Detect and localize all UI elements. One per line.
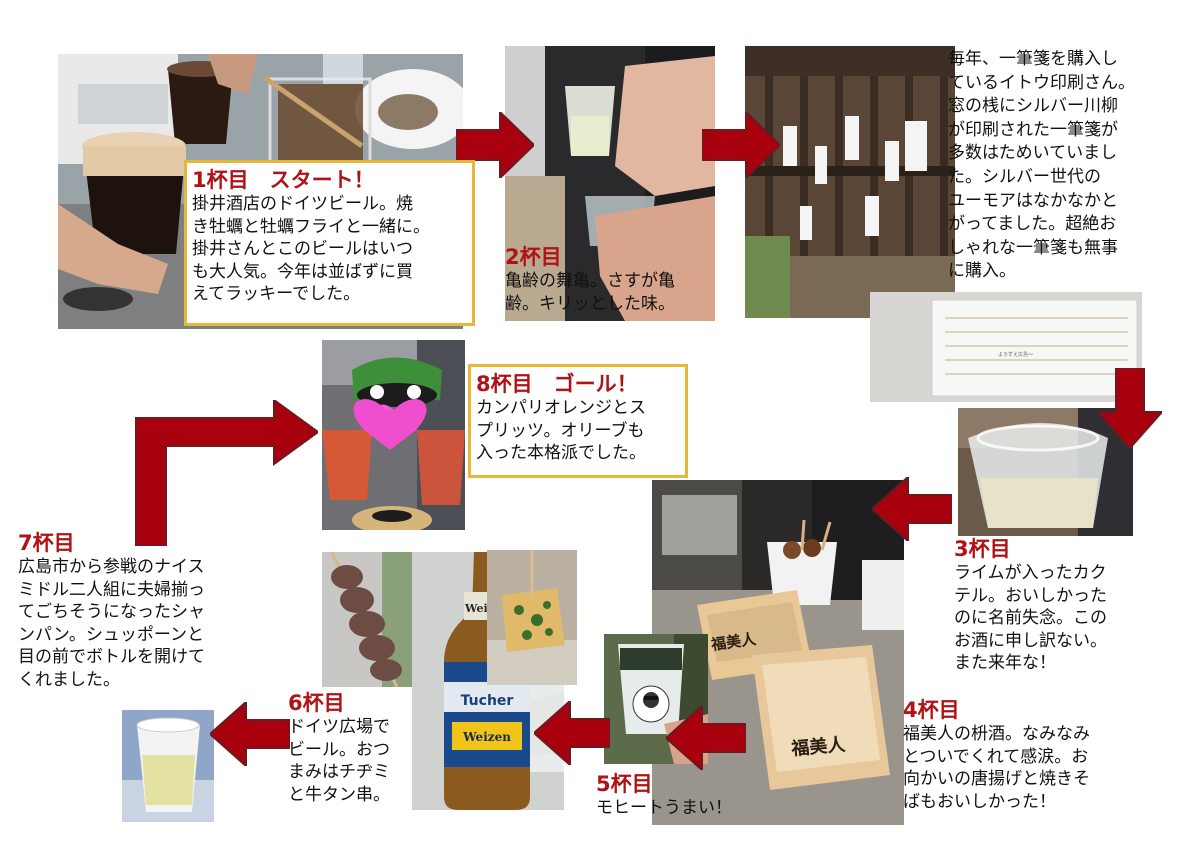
arrow-down-icon bbox=[1098, 368, 1162, 448]
arrow-left-3-icon bbox=[534, 701, 610, 765]
arrow-left-2-icon bbox=[666, 706, 746, 770]
photo-shop-window bbox=[745, 46, 955, 318]
arrow-bent-up-right-icon bbox=[135, 400, 318, 546]
caption-ito-printing: 毎年、一筆箋を購入し ているイトウ印刷さん。 窓の桟にシルバー川柳 が印刷された… bbox=[948, 48, 1178, 284]
caption-cup-5: 5杯目 モヒートうまい！ bbox=[596, 771, 796, 820]
photo-goal-toast bbox=[322, 340, 465, 530]
cup-1-title: 1杯目 スタート！ bbox=[192, 168, 375, 192]
cup-3-title: 3杯目 bbox=[954, 537, 1011, 561]
cup-6-body: ドイツ広場で ビール。おつ まみはチヂミ と牛タン串。 bbox=[288, 717, 390, 805]
beer-brand-text: Tucher bbox=[461, 693, 514, 709]
cup-4-title: 4杯目 bbox=[903, 698, 960, 722]
card-line-text: よろずえ広島〜 bbox=[998, 351, 1033, 358]
photo-lime-cocktail bbox=[958, 408, 1133, 536]
arrow-left-4-icon bbox=[210, 702, 290, 766]
arrow-right-2-icon bbox=[702, 112, 780, 178]
cup-2-title: 2杯目 bbox=[505, 245, 562, 269]
cup-6-title: 6杯目 bbox=[288, 691, 345, 715]
cup-4-body: 福美人の枡酒。なみなみ とついでくれて感涙。お 向かいの唐揚げと焼きそ ばもおい… bbox=[903, 724, 1090, 812]
caption-cup-6: 6杯目 ドイツ広場で ビール。おつ まみはチヂミ と牛タン串。 bbox=[288, 690, 418, 806]
arrow-left-1-icon bbox=[872, 477, 952, 541]
caption-cup-2: 2杯目 亀齢の舞亀。さすが亀 齢。キリッとした味。 bbox=[505, 244, 720, 315]
photo-sake-toast bbox=[505, 46, 715, 321]
cup-8-body: カンパリオレンジとス プリッツ。オリーブも 入った本格派でした。 bbox=[476, 398, 646, 463]
caption-cup-8: 8杯目 ゴール！ カンパリオレンジとス プリッツ。オリーブも 入った本格派でした… bbox=[468, 364, 688, 478]
cup-7-title: 7杯目 bbox=[18, 531, 75, 555]
caption-cup-7: 7杯目 広島市から参戦のナイス ミドル二人組に夫婦揃っ てごちそうになったシャ … bbox=[18, 530, 278, 691]
cup-3-body: ライムが入ったカク テル。おいしかった のに名前失念。この お酒に申し訳ない。 … bbox=[954, 563, 1107, 673]
photo-chijimi bbox=[487, 550, 577, 685]
photo-beef-tongue bbox=[322, 552, 412, 687]
masu-brand-text-2: 福美人 bbox=[790, 733, 848, 760]
cup-7-body: 広島市から参戦のナイス ミドル二人組に夫婦揃っ てごちそうになったシャ ンパン。… bbox=[18, 557, 205, 690]
caption-cup-4: 4杯目 福美人の枡酒。なみなみ とついでくれて感涙。お 向かいの唐揚げと焼きそ … bbox=[903, 697, 1173, 813]
cup-8-title: 8杯目 ゴール！ bbox=[476, 372, 638, 396]
caption-cup-1: 1杯目 スタート！ 掛井酒店のドイツビール。焼 き牡蠣と牡蠣フライと一緒に。 掛… bbox=[184, 160, 475, 326]
cup-1-body: 掛井酒店のドイツビール。焼 き牡蠣と牡蠣フライと一緒に。 掛井さんとこのビールは… bbox=[192, 194, 430, 304]
ito-printing-body: 毎年、一筆箋を購入し ているイトウ印刷さん。 窓の桟にシルバー川柳 が印刷された… bbox=[948, 49, 1135, 282]
cup-5-body: モヒートうまい！ bbox=[596, 798, 732, 818]
photo-champagne bbox=[122, 710, 214, 822]
photo-stationery-card: よろずえ広島〜 bbox=[870, 292, 1142, 402]
beer-variety-text-bottom: Weizen bbox=[462, 730, 511, 744]
cup-5-title: 5杯目 bbox=[596, 772, 653, 796]
caption-cup-3: 3杯目 ライムが入ったカク テル。おいしかった のに名前失念。この お酒に申し訳… bbox=[954, 536, 1154, 675]
cup-2-body: 亀齢の舞亀。さすが亀 齢。キリッとした味。 bbox=[505, 271, 675, 314]
